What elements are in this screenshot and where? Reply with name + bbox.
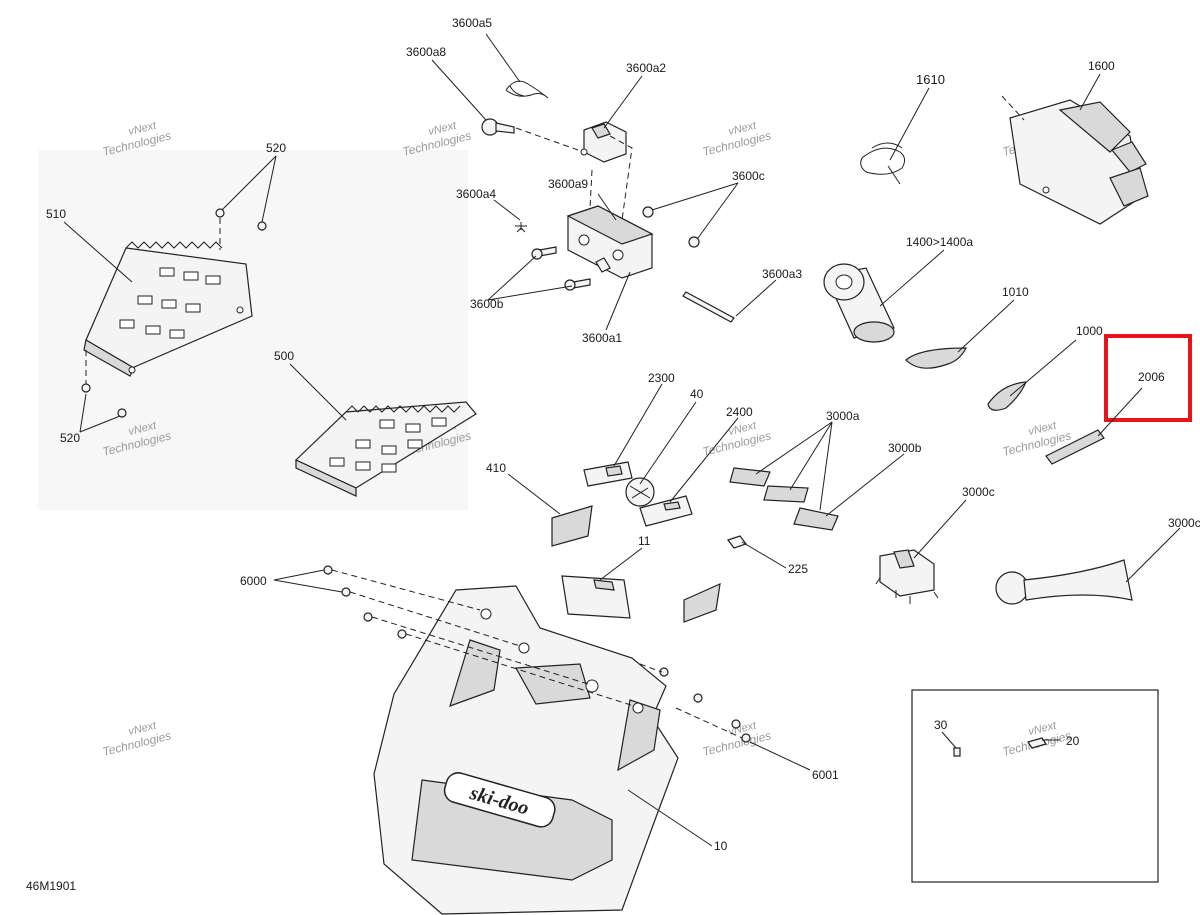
callout-1000: 1000 [1076, 324, 1103, 338]
highlight-box-2006 [1104, 334, 1192, 422]
callout-2006: 2006 [1138, 370, 1165, 384]
part-225-clip [727, 535, 747, 549]
callout-3600c: 3600c [732, 169, 765, 183]
part-2400-decal [639, 495, 693, 527]
part-500-footrest [294, 401, 477, 497]
detail-inset-box [911, 689, 1159, 883]
part-3600a3-long-pin [682, 291, 735, 323]
part-40-emblem [625, 477, 655, 507]
part-unlabeled-decal [683, 583, 721, 623]
part-2300-decal [583, 461, 633, 487]
callout-3600a2: 3600a2 [626, 61, 666, 75]
diagram-code: 46M1901 [26, 879, 76, 893]
callout-1400: 1400>1400a [906, 235, 973, 249]
part-1010-pad [905, 347, 967, 369]
part-1610-wire-clip [860, 142, 906, 185]
part-30-screw [953, 747, 961, 757]
callout-500: 500 [274, 349, 294, 363]
part-6001-fasteners [639, 663, 751, 743]
part-410-decal [551, 505, 593, 547]
callout-6000: 6000 [240, 574, 267, 588]
callout-10: 10 [714, 839, 728, 853]
callout-6001: 6001 [812, 768, 839, 782]
callout-3000c: 3000c [962, 485, 995, 499]
callout-2400: 2400 [726, 405, 753, 419]
callout-510: 510 [46, 207, 66, 221]
callout-20: 20 [1066, 734, 1080, 748]
part-3000c-bracket [875, 549, 939, 604]
part-3600b-bolts [531, 246, 591, 291]
part-1000-pad [987, 381, 1027, 411]
callout-225: 225 [788, 562, 808, 576]
callout-1600: 1600 [1088, 59, 1115, 73]
callout-3600a8: 3600a8 [406, 45, 446, 59]
part-3600a8-pin [481, 118, 515, 136]
callout-3600a3: 3600a3 [762, 267, 802, 281]
part-10-front-hood: ski-doo [373, 585, 679, 915]
callout-labels: 3600a5 3600a8 3600a2 1610 1600 520 510 3… [26, 16, 1200, 893]
callout-3600a5: 3600a5 [452, 16, 492, 30]
part-3600a2-bracket [580, 121, 627, 163]
callout-1010: 1010 [1002, 285, 1029, 299]
part-11-panel [561, 575, 631, 619]
callout-11: 11 [638, 534, 651, 548]
part-3600a5-hairpin-clip [505, 80, 549, 99]
part-3600c-nuts [642, 206, 700, 248]
callout-3600a4: 3600a4 [456, 187, 496, 201]
part-3600a4-nut [515, 222, 527, 233]
callout-3000c-right: 3000c [1168, 516, 1200, 530]
part-2006-label [1045, 429, 1105, 465]
callout-3600a1: 3600a1 [582, 331, 622, 345]
part-1600-mirror-bracket [1001, 95, 1149, 225]
callout-2300: 2300 [648, 371, 675, 385]
callout-520-bottom: 520 [60, 431, 80, 445]
part-1400-roll [823, 263, 895, 343]
callout-3600b: 3600b [470, 297, 504, 311]
part-3000a-decals [729, 467, 839, 531]
callout-1610: 1610 [916, 72, 945, 87]
part-20-clip [1027, 737, 1047, 749]
callout-3000a: 3000a [826, 409, 860, 423]
callout-520-top: 520 [266, 141, 286, 155]
dashed-assembly-lines-top [515, 127, 633, 221]
callout-40: 40 [690, 387, 704, 401]
callout-3600a9: 3600a9 [548, 177, 588, 191]
leader-lines [63, 33, 1181, 847]
part-3000c-mirror [995, 559, 1133, 605]
part-3600a9-hitch-block [566, 205, 654, 279]
callout-3000b: 3000b [888, 441, 922, 455]
callout-410: 410 [486, 461, 506, 475]
callout-30: 30 [934, 718, 948, 732]
